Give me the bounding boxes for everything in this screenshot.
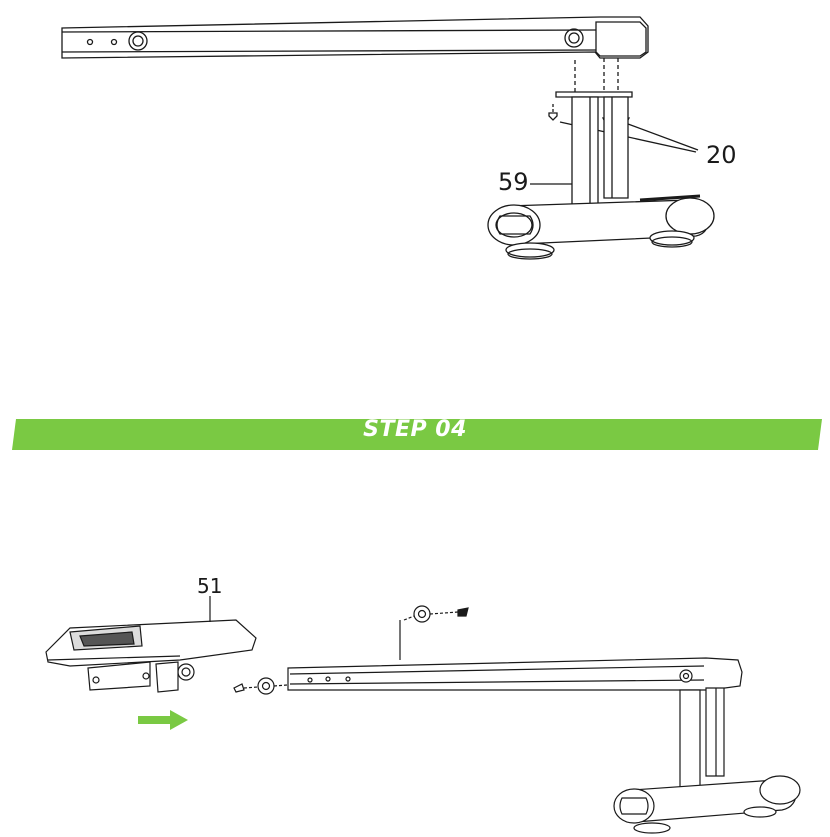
callout-pedal: 51 — [197, 574, 223, 598]
rail-top — [61, 16, 649, 59]
step-label: STEP 04 — [363, 417, 467, 442]
callout-screws: 20 — [706, 141, 737, 169]
right-arrow-icon — [138, 710, 188, 730]
step-banner — [12, 419, 822, 450]
step-banner-shape — [12, 419, 822, 450]
callout-upright: 59 — [498, 168, 529, 196]
upper-assembly-drawing — [61, 16, 715, 260]
